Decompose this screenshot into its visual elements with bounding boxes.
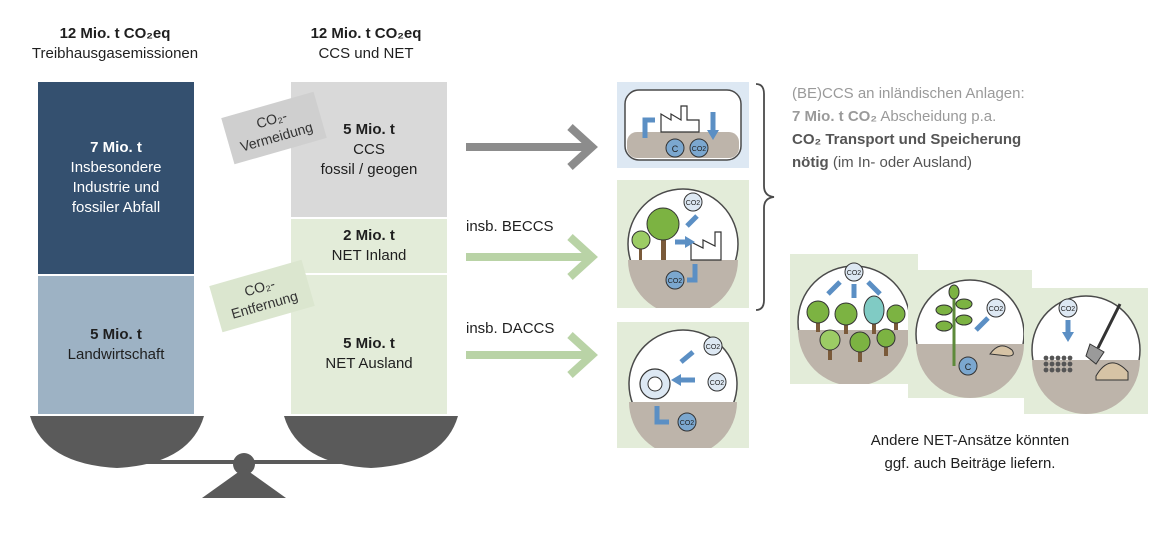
daccs-co2-label-2: CO2 [710, 380, 725, 387]
afforestation-co2-label: CO2 [847, 270, 862, 277]
beccs-co2-bottom-label: CO2 [668, 278, 683, 285]
net-inland-block: 2 Mio. t NET Inland [291, 219, 447, 273]
ccs-note-line1: (BE)CCS an inländischen Anlagen: [792, 85, 1025, 102]
biochar-co2-label: CO2 [989, 306, 1004, 313]
beccs-label: insb. BECCS [466, 218, 554, 235]
ccs-note-line2: 7 Mio. t CO₂ Abscheidung p.a. [792, 105, 1092, 128]
right-header-label: CCS und NET [318, 45, 414, 62]
daccs-panel: CO2 CO2 CO2 [617, 322, 749, 448]
ccs-note-line2-bold: 7 Mio. t CO₂ [792, 108, 877, 125]
ccs-note-line4: nötig (im In- oder Ausland) [792, 151, 1092, 174]
daccs-co2-label-1: CO2 [706, 344, 721, 351]
left-header: 12 Mio. t CO₂eq Treibhausgasemissionen [20, 24, 210, 64]
ccs-note-line4-bold: nötig [792, 154, 829, 171]
ccs-note: (BE)CCS an inländischen Anlagen: 7 Mio. … [792, 82, 1092, 174]
scale-base [202, 468, 286, 498]
beccs-panel: CO2 CO2 [617, 180, 749, 308]
agriculture-block: 5 Mio. t Landwirtschaft [38, 276, 194, 414]
biochar-panel: CO2 C [908, 270, 1032, 398]
afforestation-panel: CO2 [790, 254, 918, 384]
industry-desc: Insbesondere Industrie und fossiler Abfa… [70, 159, 162, 216]
biochar-carbon-label: C [965, 362, 972, 372]
ccs-line2: fossil / geogen [320, 160, 418, 178]
net-inland-value: 2 Mio. t [343, 227, 395, 244]
right-scale-pan [284, 416, 458, 468]
ccs-line1: CCS [353, 140, 385, 158]
ccs-note-line4-rest: (im In- oder Ausland) [828, 154, 973, 171]
industry-block: 7 Mio. t Insbesondere Industrie und foss… [38, 82, 194, 274]
ccs-bracket [755, 83, 775, 311]
left-header-label: Treibhausgasemissionen [31, 45, 199, 62]
industry-value: 7 Mio. t [90, 139, 142, 156]
net-inland-label: NET Inland [331, 247, 407, 264]
net-ausland-value: 5 Mio. t [343, 334, 395, 352]
other-net-caption: Andere NET-Ansätze könnten ggf. auch Bei… [830, 429, 1110, 475]
net-ausland-block: 5 Mio. t NET Ausland [291, 275, 447, 414]
beccs-co2-top-label: CO2 [686, 200, 701, 207]
other-net-line2: ggf. auch Beiträge liefern. [884, 455, 1056, 472]
beccs-arrow [466, 234, 598, 280]
ccs-note-line3: CO₂ Transport und Speicherung [792, 131, 1022, 148]
balance-scale [30, 416, 458, 498]
ccs-co2-label: CO2 [692, 146, 707, 153]
ccs-value: 5 Mio. t [343, 120, 395, 138]
ccs-industry-panel: C CO2 [617, 82, 749, 168]
mineralization-co2-label: CO2 [1061, 306, 1076, 313]
ccs-note-line2-rest: Abscheidung p.a. [877, 108, 997, 125]
agriculture-value: 5 Mio. t [90, 326, 142, 343]
daccs-arrow [466, 332, 598, 378]
agriculture-desc: Landwirtschaft [67, 346, 165, 363]
ccs-arrow [466, 124, 598, 170]
daccs-co2-label-3: CO2 [680, 420, 695, 427]
right-header: 12 Mio. t CO₂eq CCS und NET [286, 24, 446, 64]
left-header-value: 12 Mio. t CO₂eq [59, 25, 171, 42]
net-ausland-label: NET Ausland [325, 354, 413, 372]
ccs-carbon-label: C [672, 144, 679, 154]
scale-pivot [233, 453, 255, 475]
other-net-line1: Andere NET-Ansätze könnten [870, 432, 1070, 449]
mineralization-panel: CO2 [1024, 288, 1148, 414]
right-header-value: 12 Mio. t CO₂eq [310, 25, 422, 42]
left-scale-pan [30, 416, 204, 468]
daccs-label: insb. DACCS [466, 320, 555, 337]
